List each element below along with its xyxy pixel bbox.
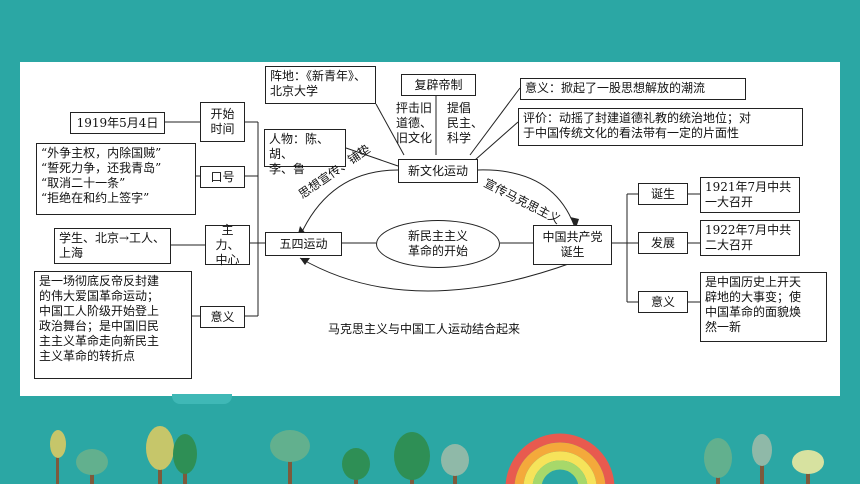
may4-box: 五四运动: [265, 232, 342, 256]
slogan-label: 口号: [200, 166, 245, 188]
base-box: 阵地：《新青年》、 北京大学: [265, 66, 376, 104]
start-time-label: 开始 时间: [200, 102, 245, 142]
dev-label: 发展: [638, 232, 688, 254]
cpc-box: 中国共产党 诞生: [533, 225, 612, 265]
birth-label: 诞生: [638, 183, 688, 205]
meaning-value: 是一场彻底反帝反封建 的伟大爱国革命运动； 中国工人阶级开始登上 政治舞台；是中…: [34, 271, 192, 379]
restoration-box: 复辟帝制: [401, 74, 476, 96]
start-time-value: 1919年5月4日: [70, 112, 165, 134]
slogans-box: “外争主权，内除国贼” “誓死力争，还我青岛” “取消二十一条” “拒绝在和约上…: [36, 143, 196, 215]
promote-label: 提倡 民主、 科学: [447, 101, 484, 145]
attack-label: 抨击旧 道德、 旧文化: [396, 101, 433, 145]
people-box: 人物：陈、胡、 李、鲁: [264, 129, 346, 176]
cpc-meaning-value: 是中国历史上开天 辟地的大事变；使 中国革命的面貌焕 然一新: [700, 272, 827, 342]
scenery-decoration: [50, 426, 824, 484]
tab-shadow: [172, 394, 232, 404]
meaning-label: 意义: [200, 306, 245, 328]
birth-value: 1921年7月中共 一大召开: [700, 177, 800, 213]
center-ellipse: 新民主主义 革命的开始: [376, 220, 500, 268]
evaluation-box: 评价：动摇了封建道德礼教的统治地位；对 于中国传统文化的看法带有一定的片面性: [518, 108, 803, 146]
force-label: 主力、 中心: [205, 223, 250, 267]
nc-meaning-box: 意义：掀起了一股思想解放的潮流: [520, 78, 746, 100]
bottom-arc-label: 马克思主义与中国工人运动结合起来: [328, 322, 521, 336]
new-culture-box: 新文化运动: [398, 159, 478, 183]
force-value: 学生、北京→工人、 上海: [54, 228, 171, 264]
cpc-meaning-label: 意义: [638, 291, 688, 313]
dev-value: 1922年7月中共 二大召开: [700, 220, 800, 256]
